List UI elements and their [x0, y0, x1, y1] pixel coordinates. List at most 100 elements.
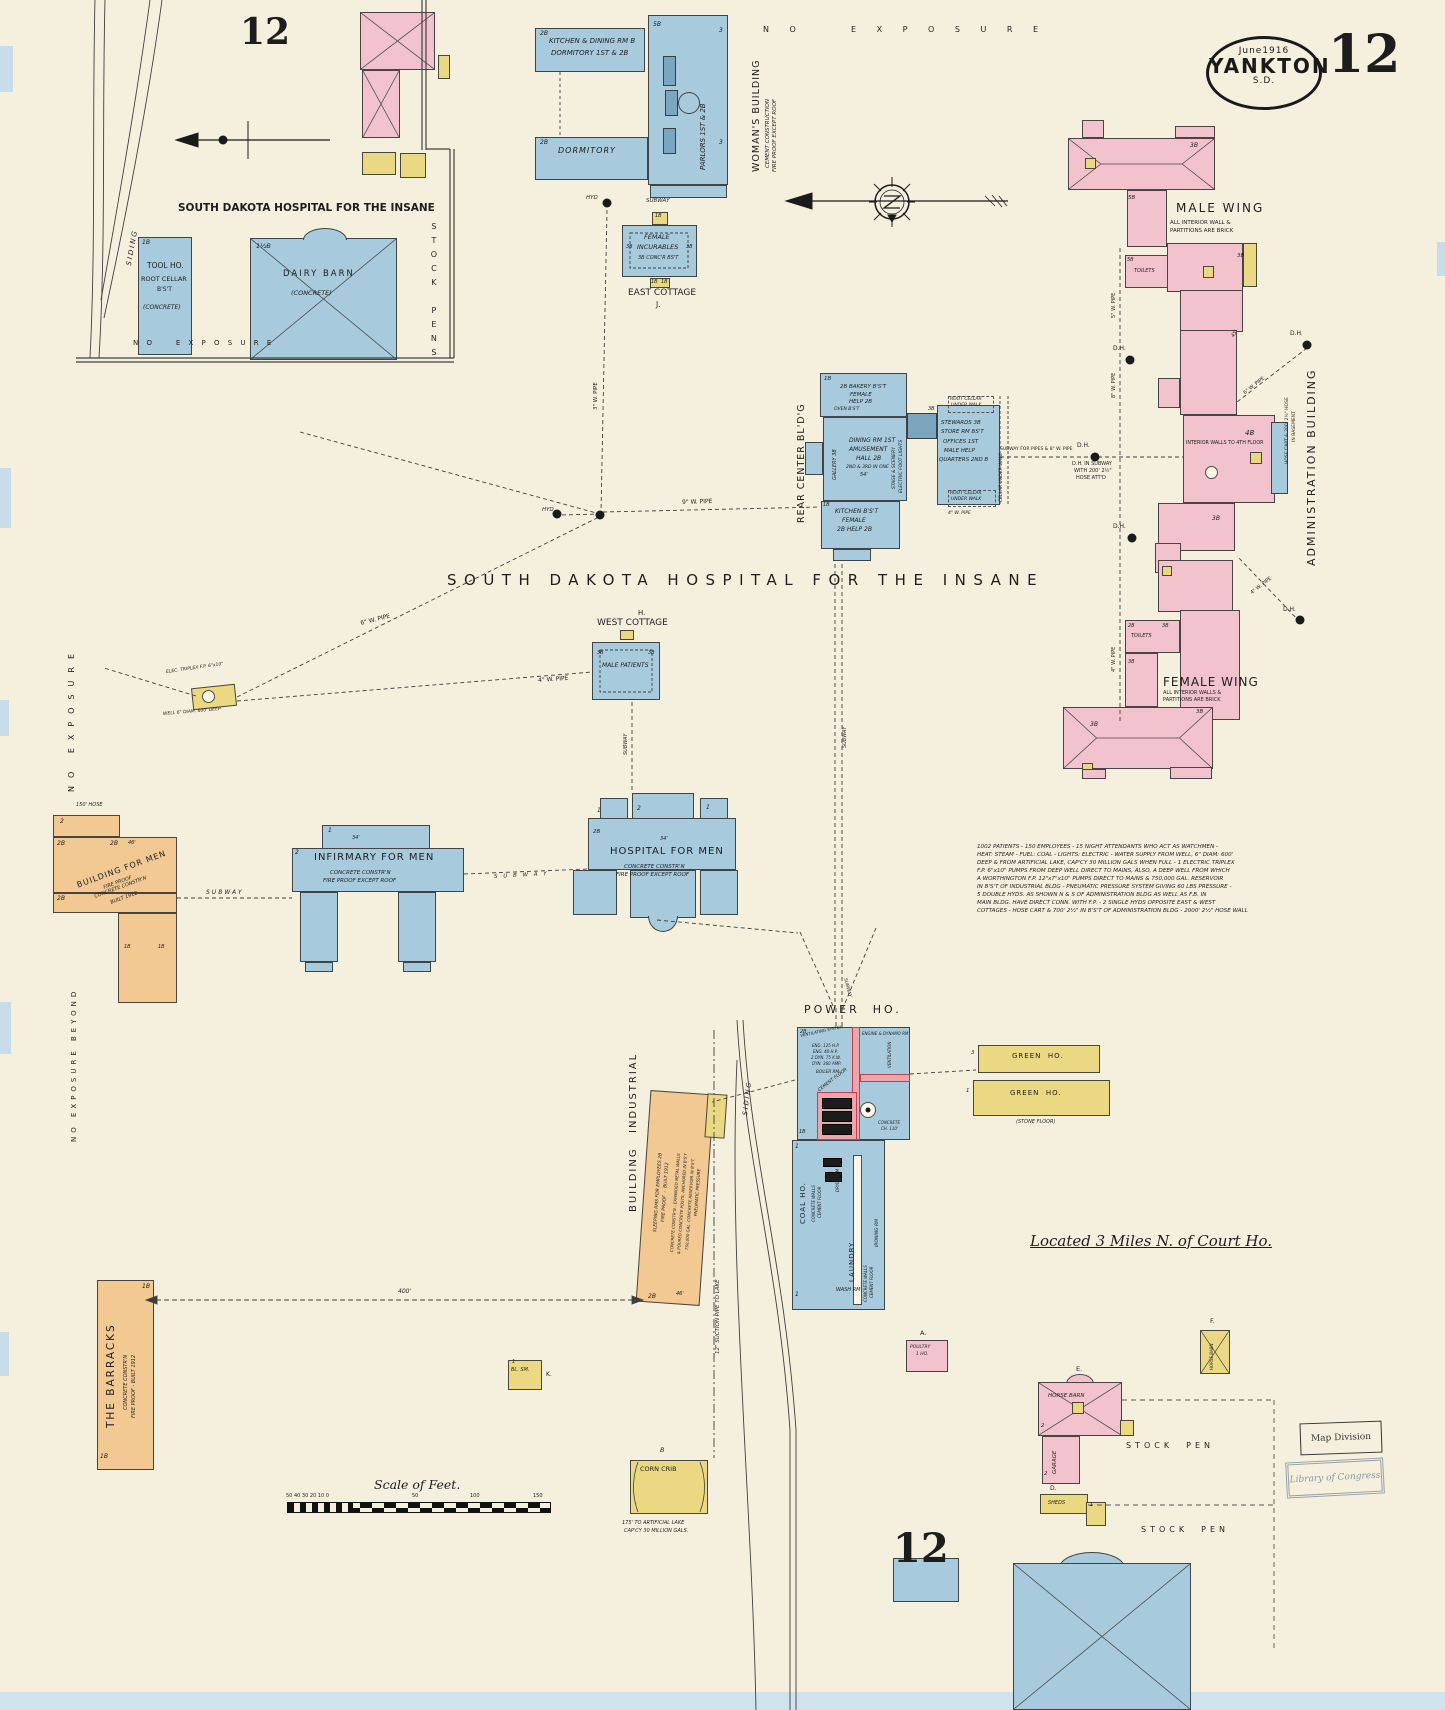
- map-label: FIRE PROOF EXCEPT ROOF: [323, 878, 397, 884]
- map-label: SUBWAY: [206, 889, 244, 896]
- infirmary-leg-left: [300, 892, 338, 962]
- map-label: STEWARDS 3B: [941, 420, 981, 426]
- map-label: 5B: [653, 21, 661, 28]
- map-label: D.H.: [1290, 330, 1303, 337]
- map-label: 2: [1041, 1423, 1045, 1429]
- womans-building-label: WOMAN'S BUILDING: [751, 59, 762, 172]
- map-label: 5B: [1128, 195, 1136, 201]
- map-label: 6" W. PIPE: [359, 612, 391, 627]
- no-exposure-left: NO EXPOSURE: [67, 645, 76, 792]
- map-label: DORMITORY: [558, 146, 616, 155]
- map-label: ALL INTERIOR WALL &: [1170, 220, 1231, 226]
- map-label: CAP'CY 30 MILLION GALS.: [624, 1528, 689, 1534]
- map-label: ENG. 40 H.P.: [813, 1049, 838, 1054]
- infirmary-leg-right: [398, 892, 436, 962]
- female-wing-south-bar: [1063, 707, 1213, 769]
- admin-rotunda: [1205, 466, 1218, 479]
- barracks-label: THE BARRACKS: [105, 1323, 117, 1428]
- rear-center-stairs: [907, 413, 937, 439]
- scan-artifact: [0, 700, 9, 736]
- map-label: 1B: [100, 1453, 108, 1460]
- power-house-wall-h: [860, 1074, 910, 1082]
- tool-house-label: TOOL HO.: [147, 261, 184, 270]
- garage: [1042, 1436, 1080, 1484]
- womans-bldg-stairs-3: [663, 128, 676, 154]
- map-label: ROOT CELLAR: [950, 397, 982, 402]
- bottom-bldg-small: [893, 1558, 959, 1602]
- womans-bldg-stairs-2: [665, 90, 678, 116]
- infirmary-foot-right: [403, 962, 431, 972]
- womans-bldg-stairs-1: [663, 56, 676, 86]
- map-label: D.H.: [1077, 442, 1090, 449]
- map-label: 1: [795, 1143, 799, 1150]
- rear-center-label: REAR CENTER BL'D'G: [796, 403, 807, 523]
- map-label: 54': [860, 472, 868, 478]
- map-label: ALL INTERIOR WALLS &: [1163, 690, 1222, 696]
- map-label: 5" W. PIPE: [1111, 292, 1117, 318]
- map-label: HYD: [542, 507, 554, 513]
- map-label: KITCHEN & DINING RM B: [549, 37, 636, 45]
- map-label: ELEC. TRIPLEX F.P. 6"x10": [165, 661, 224, 675]
- green-house-1-label: GREEN HO.: [1012, 1052, 1064, 1060]
- map-label: DRYING RM: [835, 1168, 840, 1192]
- map-label: CONCRETE CONSTR'N: [330, 870, 391, 876]
- inset-page-number: 12: [240, 11, 291, 53]
- rear-center-stub: [805, 442, 823, 475]
- map-label: CEMENT FLOOR: [869, 1266, 874, 1299]
- map-label: HALL 2B: [856, 455, 882, 462]
- admin-bay-north: [1158, 378, 1180, 408]
- map-label: 400': [398, 1288, 412, 1295]
- map-label: 2B: [540, 30, 548, 37]
- admin-north-stem: [1180, 330, 1237, 415]
- map-label: 3B: [626, 244, 633, 250]
- located-note: Located 3 Miles N. of Court Ho.: [1030, 1232, 1273, 1250]
- map-label: 9" W. PIPE: [681, 497, 713, 506]
- map-label: PARTITIONS ARE BRICK: [1170, 228, 1234, 234]
- map-label: SUBWAY FOR PIPES & 8" W. PIPE: [1000, 447, 1073, 452]
- inset-title: SOUTH DAKOTA HOSPITAL FOR THE INSANE: [178, 202, 435, 214]
- map-label: 2: [637, 805, 641, 812]
- suction-pipe-label: 12" SUCTION PIPE TO LAKE: [715, 1279, 721, 1354]
- building-for-men-stem: [118, 913, 177, 1003]
- map-label: CONCRETE CONSTR'N: [624, 864, 685, 870]
- map-label: K.: [546, 1371, 552, 1378]
- rear-center-kitchen-tab: [833, 549, 871, 561]
- hospital-main: [588, 818, 736, 870]
- womans-bldg-kitchen-wing: [535, 28, 645, 72]
- map-label: 2B BAKERY B'S'T: [840, 384, 887, 390]
- map-label: 1½B: [256, 242, 271, 250]
- map-label: 46': [676, 1291, 684, 1297]
- female-wing-connector: [1125, 653, 1158, 707]
- roof-lines-icon: [1200, 1330, 1230, 1374]
- garage-label: GARAGE: [1052, 1450, 1058, 1474]
- map-label: BUILT 1912: [109, 890, 139, 906]
- map-label: INCURABLES: [637, 243, 679, 251]
- laundry-label: LAUNDRY: [848, 1241, 856, 1282]
- scan-artifact: [0, 468, 11, 528]
- map-label: 6" W. PIPE: [1242, 375, 1267, 396]
- boiler-2: [822, 1111, 852, 1122]
- scan-artifact: [1437, 242, 1445, 276]
- map-label: 46': [128, 840, 136, 846]
- scale-bar-row: [288, 1507, 550, 1512]
- female-wing-tab-1: [1082, 769, 1106, 779]
- map-label: QUARTERS 2ND B: [939, 457, 989, 463]
- map-label: 4B: [1245, 429, 1255, 437]
- map-label: CH. 110': [881, 1126, 899, 1131]
- map-label: 50: [412, 1493, 419, 1499]
- scan-artifact: [0, 1332, 9, 1376]
- map-label: FIRE PROOF - BUILT 1912: [661, 1162, 671, 1223]
- washer-2: [825, 1172, 842, 1182]
- hospital-tab-2: [632, 793, 694, 820]
- map-label: A.: [920, 1329, 927, 1337]
- map-label: 3B: [1090, 721, 1098, 728]
- map-label: FIRE PROOF EXCEPT ROOF: [772, 98, 778, 172]
- map-label: HELP 2B: [849, 399, 873, 405]
- map-label: CONCRETE WALLS: [811, 1185, 816, 1222]
- map-label: GALLERY 3B: [832, 449, 838, 480]
- map-label: 3B: [1162, 623, 1169, 629]
- oval-date: June1916: [1238, 46, 1290, 56]
- map-label: IN BASEMENT: [1292, 411, 1297, 442]
- map-label: (CONCRETE): [143, 304, 181, 311]
- title-oval-stamp: June1916 YANKTON S.D.: [1206, 36, 1329, 110]
